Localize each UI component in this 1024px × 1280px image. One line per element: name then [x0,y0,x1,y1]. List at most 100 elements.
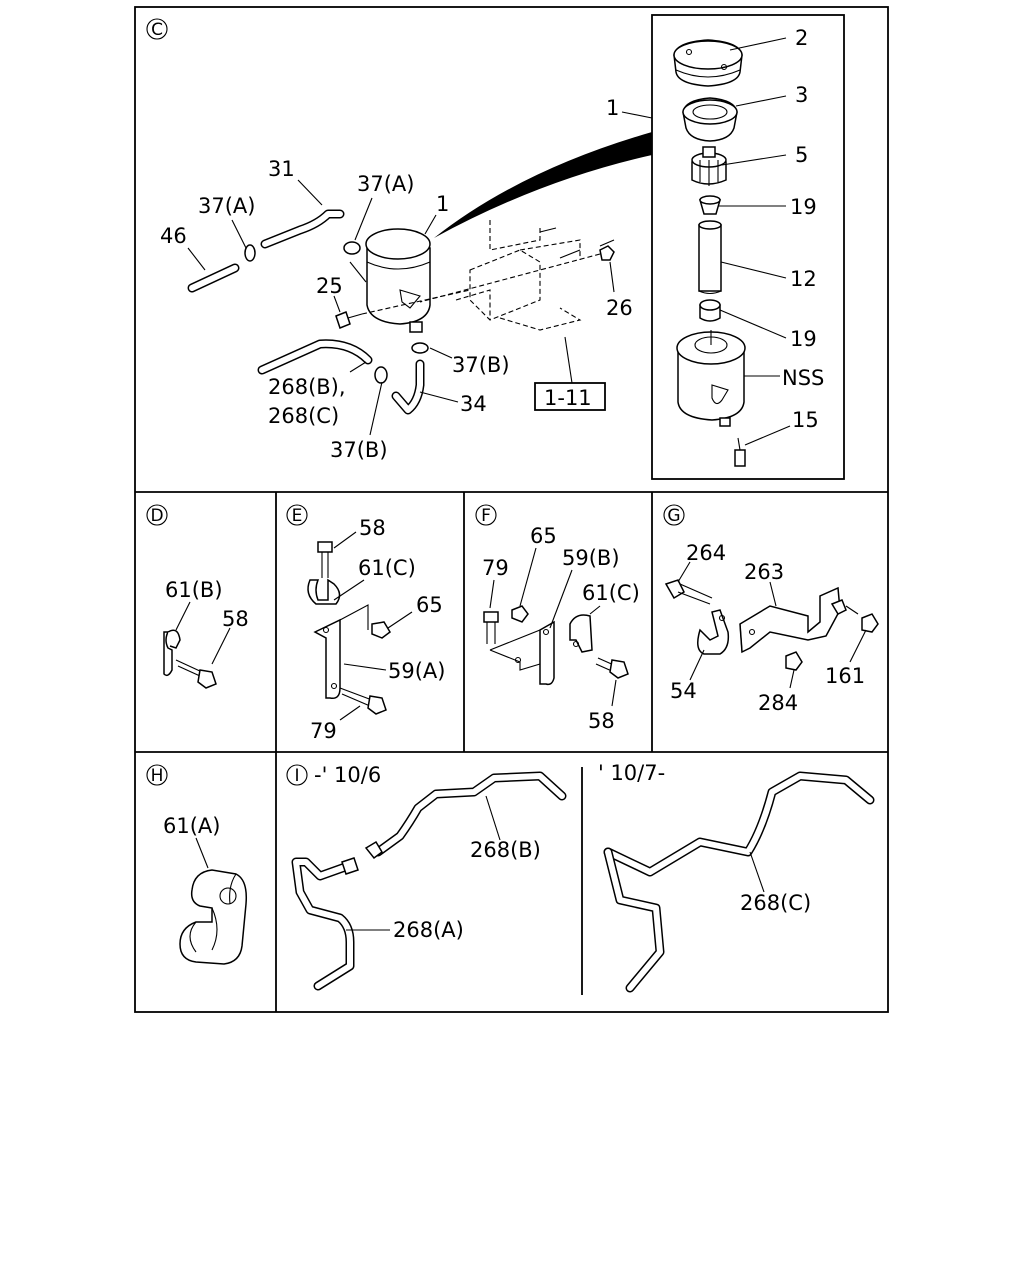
clamp-37a-top [343,241,361,255]
label-c-12: 12 [790,267,817,291]
leader-d-58 [211,627,231,665]
label-d-58: 58 [222,607,249,631]
date-range-right: ' 10/7- [598,761,665,785]
leader-lines-inset [621,37,791,446]
seal-upper [699,195,721,215]
reference-leader [564,336,573,384]
label-c-15: 15 [792,408,819,432]
hose-31 [260,209,345,249]
section-marker-c: C [146,18,168,40]
leaders-e [333,531,413,721]
leader-d-61b [175,601,191,631]
label-f-58: 58 [588,709,615,733]
clip-61c-f [569,614,593,653]
label-f-59b: 59(B) [562,546,620,570]
label-f-65: 65 [530,524,557,548]
section-marker-d: D [146,504,168,526]
section-marker-h: H [146,764,168,786]
label-c-5: 5 [795,143,808,167]
label-e-61c: 61(C) [358,556,416,580]
label-h-61a: 61(A) [163,814,220,838]
label-c-34: 34 [460,392,487,416]
reservoir-tank [365,228,431,333]
svg-text:I: I [294,766,299,786]
section-marker-f: F [475,504,497,526]
bolt-79-e [339,687,387,715]
bolt-25 [335,289,471,329]
bracket-dashed [455,220,615,331]
label-g-284: 284 [758,691,798,715]
label-c-37a-top: 37(A) [357,172,414,196]
panel-frame [134,6,889,1013]
clamp-37b-bottom [374,366,388,384]
nut-65-e [371,621,391,639]
label-i-268c: 268(C) [740,891,811,915]
date-range-left: -' 10/6 [314,763,381,787]
label-c-37a-left: 37(A) [198,194,255,218]
label-c-reference: 1-11 [544,386,592,410]
svg-text:G: G [667,506,680,526]
clip-61b [163,629,181,677]
reservoir-body [676,330,746,427]
label-c-2: 2 [795,26,808,50]
label-c-25: 25 [316,274,343,298]
label-g-54: 54 [670,679,697,703]
clip-61c-e [307,578,341,605]
label-e-65: 65 [416,593,443,617]
label-e-59a: 59(A) [388,659,445,683]
svg-text:E: E [292,506,303,526]
label-c-31: 31 [268,157,295,181]
section-marker-i: I [286,764,308,786]
label-c-37b-right: 37(B) [452,353,510,377]
label-c-19-upper: 19 [790,195,817,219]
bolt-58-e [317,541,333,578]
bolt-58-f [595,657,629,679]
label-g-264: 264 [686,541,726,565]
clamp-37b-right [411,342,429,354]
seal-lower [699,299,721,322]
reference-box [534,382,606,411]
nut-161 [861,613,879,633]
label-c-268bc-line2: 268(C) [268,404,339,428]
section-marker-e: E [286,504,308,526]
level-sensor [734,437,746,467]
bolt-58-d [175,659,217,689]
pipe-268a [291,857,359,991]
pipe-268c [603,771,875,993]
nut-65-f [511,605,529,623]
pipe-268b [364,771,567,860]
label-c-26: 26 [606,296,633,320]
leader-lines-main [187,179,615,436]
leader-h-61a [195,837,209,869]
label-f-61c: 61(C) [582,581,640,605]
pipe-268-start [257,339,373,375]
bracket-263 [739,586,841,654]
hose-34 [391,359,425,415]
label-e-79: 79 [310,719,337,743]
svg-text:C: C [151,20,163,40]
label-g-263: 263 [744,560,784,584]
filter-tube [698,220,722,295]
detail-callout-wedge [434,132,652,238]
pipe-46 [187,263,240,293]
nut-26 [419,245,615,303]
svg-text:H: H [151,766,164,786]
reservoir-cap [673,39,743,87]
leaders-g [677,561,867,689]
nut-284 [785,651,803,671]
label-d-61b: 61(B) [165,578,223,602]
filter-retainer [691,146,727,186]
label-c-19-lower: 19 [790,327,817,351]
label-c-268bc-line1: 268(B), [268,375,346,399]
label-c-3: 3 [795,83,808,107]
bolt-264 [664,579,713,605]
label-c-1-detail: 1 [606,96,619,120]
bolt-79-f [483,611,499,644]
label-i-268b: 268(B) [470,838,541,862]
label-c-37b-bottom: 37(B) [330,438,388,462]
bracket-59a [313,604,369,700]
reservoir-seal-ring [682,97,738,142]
label-e-58: 58 [359,516,386,540]
section-marker-g: G [663,504,685,526]
